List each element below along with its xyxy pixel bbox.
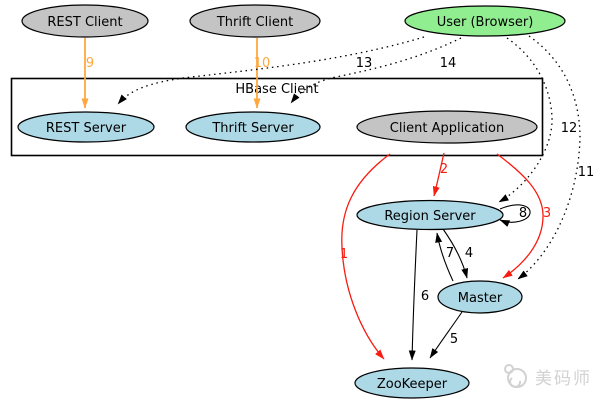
cluster-label: HBase Client — [235, 82, 318, 97]
edge-label-1: 1 — [340, 247, 348, 262]
edge-label-3: 3 — [543, 206, 551, 221]
hbase-client-cluster-box — [10, 77, 544, 157]
edge-label-11: 11 — [578, 165, 595, 180]
edge-client-app-to-region-server — [432, 152, 445, 197]
edge-label-5: 5 — [450, 332, 458, 347]
node-client-application: Client Application — [356, 110, 538, 144]
region-server-ellipse — [356, 199, 504, 231]
edge-master-to-region-server — [435, 232, 454, 282]
watermark-text: 美码师 — [535, 369, 592, 389]
client-application-ellipse — [356, 110, 538, 144]
edge-user-to-master — [517, 35, 581, 280]
rest-client-label: REST Client — [47, 15, 122, 30]
rest-server-ellipse — [17, 111, 155, 143]
node-region-server: Region Server — [356, 199, 504, 231]
edge-label-9: 9 — [86, 56, 94, 71]
user-browser-ellipse — [404, 5, 566, 37]
edge-label-4: 4 — [465, 246, 473, 261]
edge-master-to-zookeeper — [429, 311, 463, 359]
watermark: 美码师 — [504, 364, 592, 389]
orange-edges — [81, 38, 261, 109]
node-zookeeper: ZooKeeper — [354, 367, 470, 399]
edge-user-to-region-server — [498, 37, 553, 203]
thrift-server-label: Thrift Server — [211, 121, 294, 136]
edge-label-14: 14 — [440, 56, 457, 71]
zookeeper-label: ZooKeeper — [377, 377, 448, 392]
node-thrift-server: Thrift Server — [185, 111, 321, 143]
thrift-server-ellipse — [185, 111, 321, 143]
node-user-browser: User (Browser) — [404, 5, 566, 37]
node-rest-server: REST Server — [17, 111, 155, 143]
edge-user-to-thrift-server — [290, 37, 462, 104]
edge-region-server-self-loop — [499, 204, 531, 227]
thrift-client-ellipse — [189, 4, 321, 38]
edge-region-server-to-master — [442, 228, 469, 279]
edge-label-6: 6 — [421, 289, 429, 304]
edge-region-server-to-zookeeper — [408, 229, 418, 361]
edge-labels: 9 10 13 14 12 11 2 3 1 8 7 4 6 5 — [86, 56, 594, 347]
node-master: Master — [437, 280, 523, 314]
node-rest-client: REST Client — [21, 4, 149, 38]
red-edges — [341, 152, 544, 360]
edge-label-12: 12 — [561, 121, 578, 136]
master-label: Master — [458, 291, 503, 306]
region-server-label: Region Server — [384, 209, 476, 224]
edge-client-app-to-zookeeper — [341, 153, 391, 360]
client-application-label: Client Application — [390, 121, 504, 136]
rest-client-ellipse — [21, 4, 149, 38]
node-thrift-client: Thrift Client — [189, 4, 321, 38]
nodes: REST Client Thrift Client User (Browser)… — [17, 4, 566, 399]
user-browser-label: User (Browser) — [437, 15, 534, 30]
master-ellipse — [437, 280, 523, 314]
edge-label-7: 7 — [446, 246, 454, 261]
black-edges — [408, 204, 531, 361]
rest-server-label: REST Server — [46, 121, 127, 136]
zookeeper-ellipse — [354, 367, 470, 399]
edge-label-2: 2 — [440, 162, 448, 177]
edge-client-app-to-master — [496, 153, 544, 279]
edge-label-13: 13 — [356, 56, 373, 71]
edge-label-10: 10 — [254, 56, 271, 71]
edge-label-8: 8 — [519, 206, 527, 221]
dotted-edges — [117, 35, 581, 280]
watermark-logo-icon — [504, 364, 527, 388]
thrift-client-label: Thrift Client — [216, 15, 293, 30]
